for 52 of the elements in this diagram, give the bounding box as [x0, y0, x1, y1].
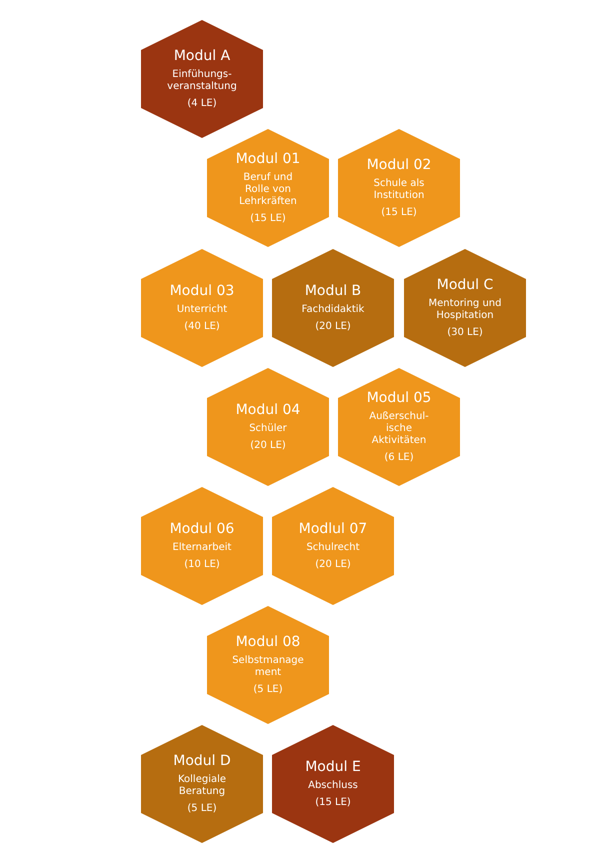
module-hours: (15 LE)	[315, 797, 351, 809]
module-description: Kollegiale Beratung	[176, 774, 228, 798]
module-hours: (40 LE)	[184, 321, 220, 333]
module-hexagon	[141, 487, 263, 605]
module-description: Unterricht	[176, 304, 228, 316]
module-hexagon	[338, 368, 460, 486]
module-hours: (4 LE)	[187, 98, 217, 110]
module-hexagon	[272, 725, 394, 843]
module-description: Schüler	[249, 423, 287, 435]
module-hexagon	[207, 129, 329, 247]
module-description: Fachdidaktik	[302, 304, 364, 316]
module-hexagon	[404, 249, 526, 367]
module-title: Modlul 07	[298, 521, 368, 538]
module-title: Modul 06	[170, 521, 234, 538]
module-description: Abschluss	[308, 780, 358, 792]
module-title: Modul 05	[366, 390, 432, 407]
module-hours: (15 LE)	[250, 213, 286, 225]
module-title: Modul B	[304, 283, 362, 300]
module-hours: (20 LE)	[315, 321, 351, 333]
module-hexagon	[207, 368, 329, 486]
module-title: Modul 04	[236, 402, 300, 419]
module-hexagon	[272, 249, 394, 367]
module-title: Modul A	[174, 48, 230, 65]
module-hexagon	[338, 129, 460, 247]
module-hexagon	[141, 20, 263, 138]
module-hours: (20 LE)	[250, 440, 286, 452]
module-description: Außerschul- ische Aktivitäten	[368, 411, 430, 447]
module-title: Modul 03	[170, 283, 234, 300]
module-hexagon	[141, 725, 263, 843]
module-description: Mentoring und Hospitation	[428, 298, 502, 322]
module-description: Schulrecht	[306, 542, 360, 554]
module-hours: (30 LE)	[447, 327, 483, 339]
module-title: Modul E	[305, 759, 361, 776]
module-hours: (5 LE)	[187, 803, 217, 815]
module-hours: (5 LE)	[253, 684, 283, 696]
module-description: Elternarbeit	[172, 542, 232, 554]
module-hexagon	[272, 487, 394, 605]
module-description: Selbstmanage ment	[231, 655, 305, 679]
module-description: Beruf und Rolle von Lehrkräften	[238, 172, 298, 208]
module-title: Modul C	[436, 277, 494, 294]
module-title: Modul 02	[366, 157, 432, 174]
module-hours: (10 LE)	[184, 559, 220, 571]
module-hours: (6 LE)	[384, 452, 414, 464]
module-hexagon	[207, 606, 329, 724]
module-description: Einfühungs- veranstaltung	[166, 69, 238, 93]
module-title: Modul 08	[236, 634, 300, 651]
module-hours: (15 LE)	[381, 207, 417, 219]
module-description: Schule als Institution	[372, 178, 426, 202]
module-hours: (20 LE)	[315, 559, 351, 571]
module-title: Modul 01	[236, 151, 300, 168]
module-title: Modul D	[173, 753, 231, 770]
module-hexagon	[141, 249, 263, 367]
